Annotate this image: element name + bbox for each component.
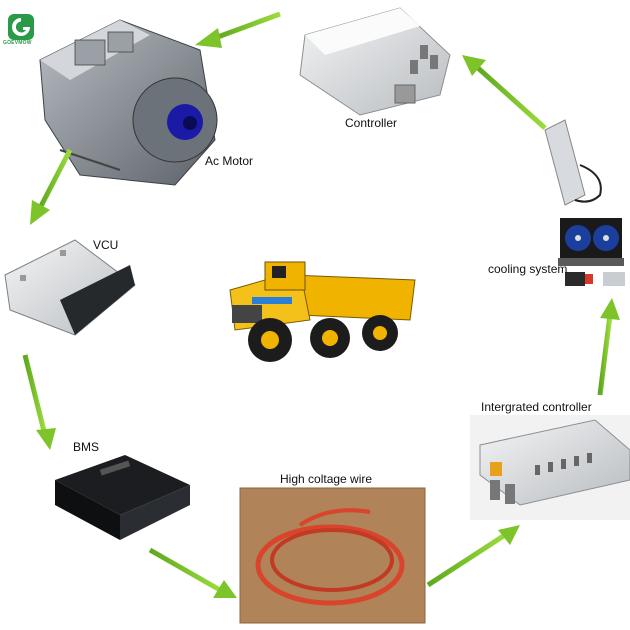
arrow-integrated-controller-to-cooling <box>597 298 620 396</box>
arrow-bms-to-wire <box>148 547 237 598</box>
bms-image <box>55 455 190 540</box>
arrow-controller-to-motor <box>195 11 281 48</box>
integrated-controller-label: Intergrated controller <box>481 400 592 414</box>
integrated-controller-image <box>470 415 630 520</box>
high-voltage-wire-image <box>239 487 426 624</box>
bms-label: BMS <box>73 440 100 454</box>
controller-image <box>299 7 451 116</box>
arrow-vcu-to-bms <box>22 354 56 450</box>
controller-label: Controller <box>345 116 398 130</box>
brand-logo-icon <box>8 14 34 40</box>
brand-name: GOEVMOW <box>3 40 32 46</box>
ac-motor-label: Ac Motor <box>205 154 254 168</box>
vcu-image <box>4 239 136 336</box>
cooling-system-label: cooling system <box>488 262 568 276</box>
mining-truck-image <box>229 261 416 362</box>
arrows <box>22 11 620 598</box>
arrow-motor-to-vcu <box>30 148 73 225</box>
high-voltage-wire-label: High coltage wire <box>280 472 373 486</box>
arrow-cooling-to-controller <box>462 55 547 130</box>
ac-motor-image <box>39 19 218 186</box>
arrow-wire-to-integrated-controller <box>426 525 520 588</box>
cooling-system-image <box>544 119 625 286</box>
vcu-label: VCU <box>93 238 119 252</box>
